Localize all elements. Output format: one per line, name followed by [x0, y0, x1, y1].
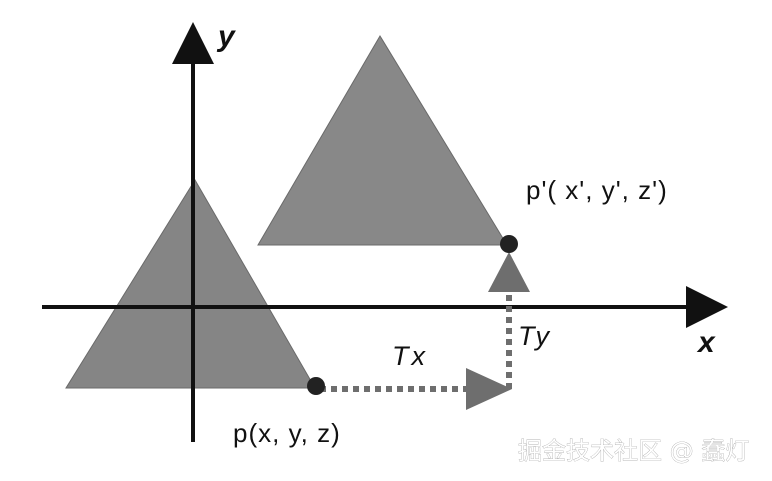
ty-arrowhead [488, 252, 530, 292]
watermark-text: 掘金技术社区 @ 蠢灯 [518, 437, 749, 465]
y-axis-arrowhead [172, 22, 214, 64]
tx-arrowhead [466, 368, 512, 410]
ty-label: Ty [518, 321, 552, 351]
translated-triangle [257, 35, 508, 246]
translated-point-label: p'( x', y', z') [526, 175, 668, 205]
translated-point-marker [500, 235, 518, 253]
y-axis-label: y [216, 20, 236, 53]
original-triangle [65, 179, 316, 389]
tx-label: Tx [392, 341, 428, 371]
original-point-label: p(x, y, z) [233, 418, 341, 448]
x-axis-label: x [696, 326, 716, 359]
original-point-marker [307, 377, 325, 395]
x-axis-arrowhead [686, 286, 728, 328]
